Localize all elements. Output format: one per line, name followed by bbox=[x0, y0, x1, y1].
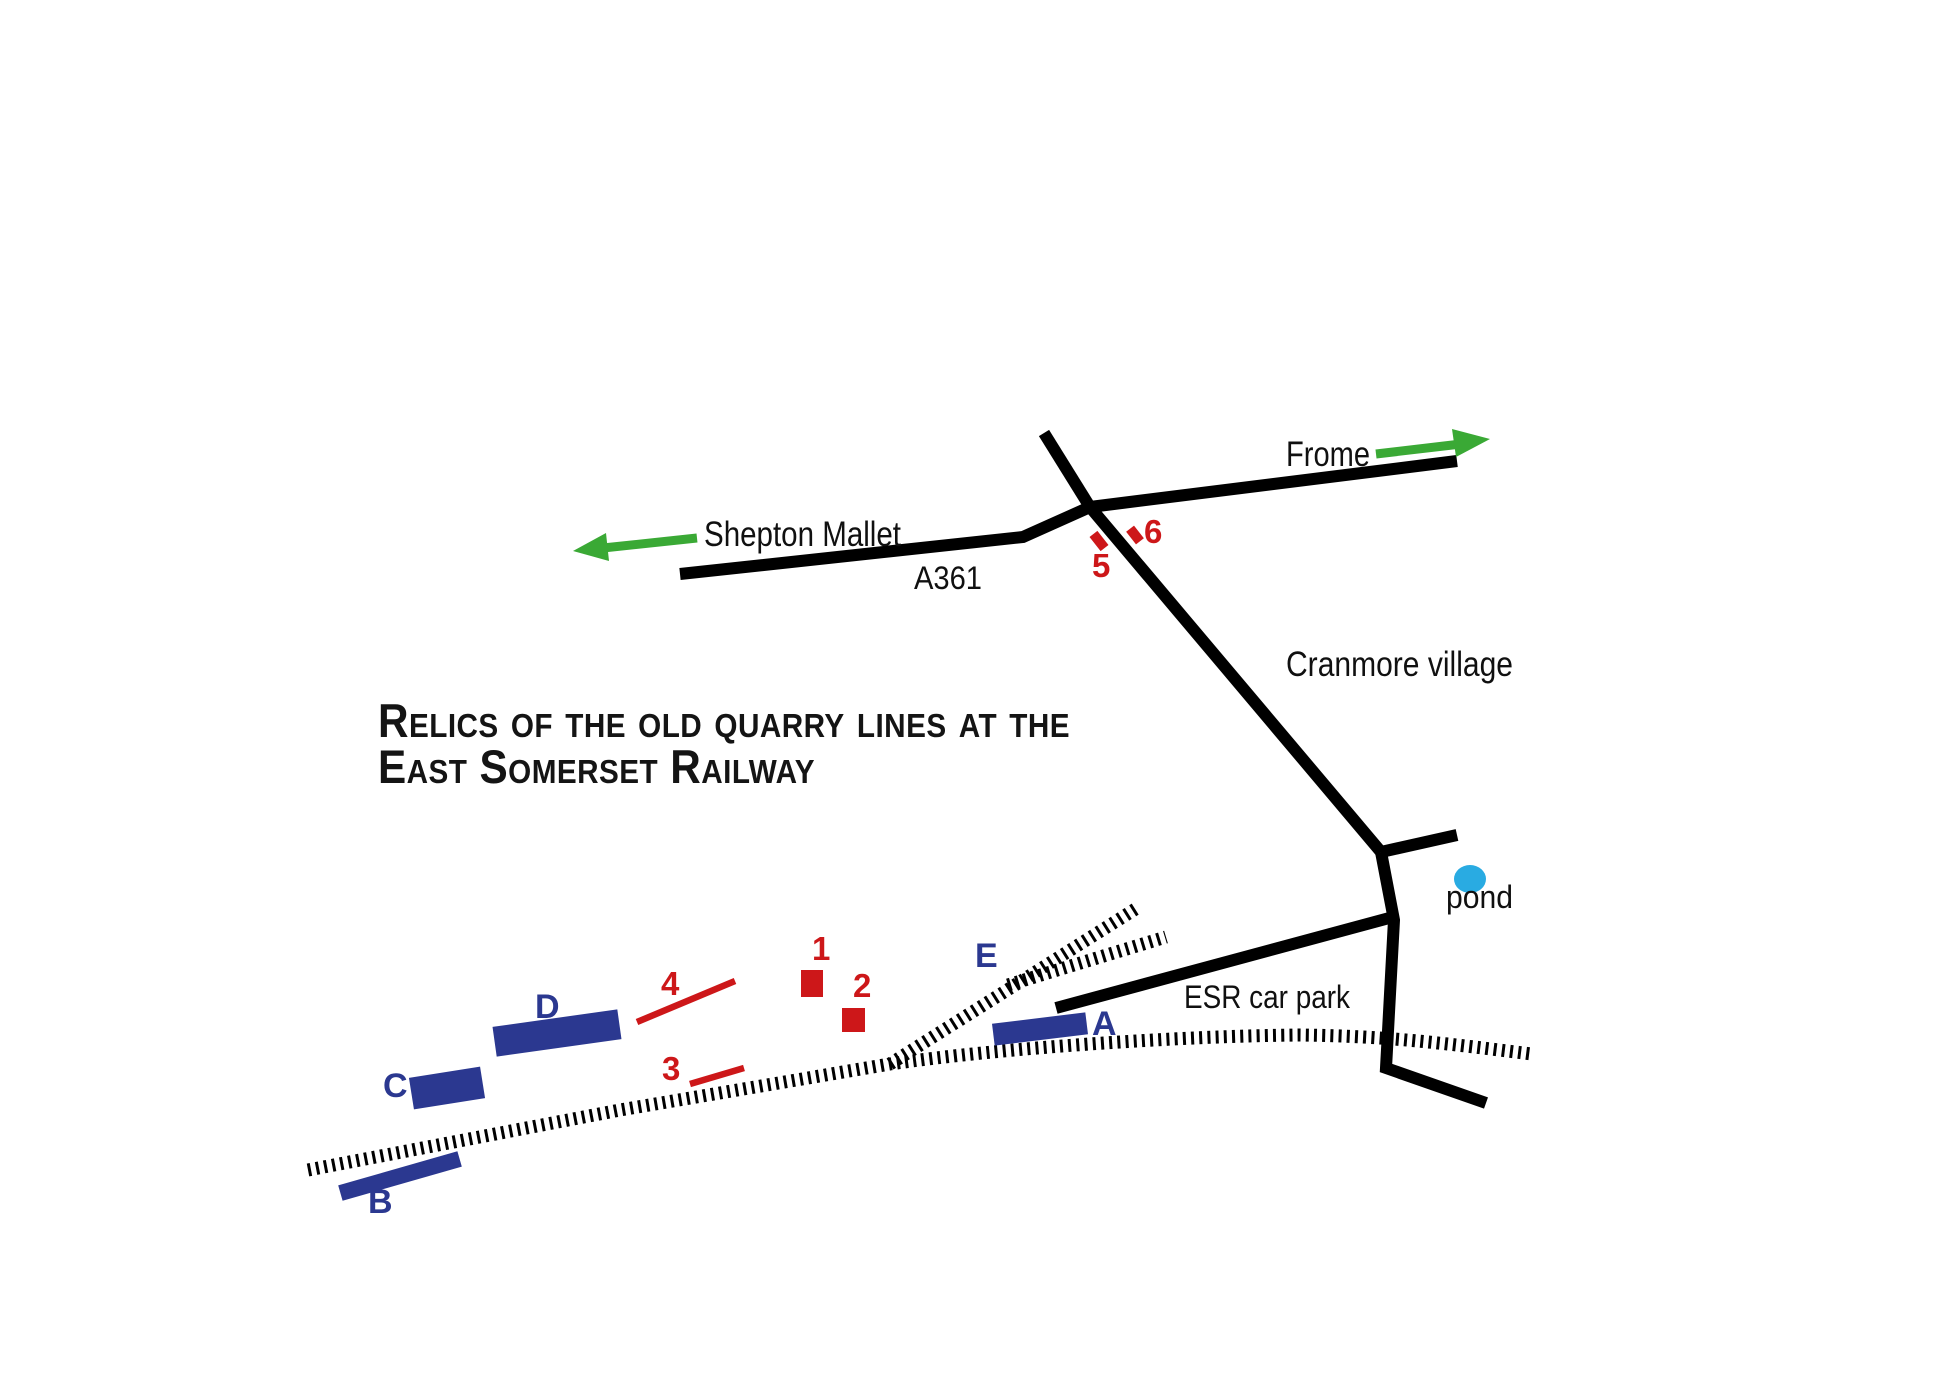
label-shepton-mallet: Shepton Mallet bbox=[704, 515, 901, 554]
road-village-south bbox=[1375, 850, 1488, 1109]
relic-label-5: 5 bbox=[1092, 547, 1110, 584]
road-east-stub bbox=[1379, 829, 1459, 858]
railway-main-line bbox=[306, 1028, 1533, 1177]
relic-label-c: C bbox=[383, 1067, 408, 1105]
label-esr-car-park: ESR car park bbox=[1184, 979, 1351, 1015]
relic-marker-1 bbox=[801, 970, 823, 997]
frome-direction-arrow-icon bbox=[1375, 429, 1490, 459]
relic-line-3 bbox=[689, 1064, 745, 1088]
road-cranmore-lane bbox=[1085, 503, 1386, 856]
relic-label-d: D bbox=[535, 988, 560, 1026]
relic-label-e: E bbox=[975, 937, 998, 975]
relic-rect-b bbox=[338, 1151, 462, 1201]
relic-rect-c bbox=[408, 1066, 486, 1110]
relic-marker-6 bbox=[1126, 525, 1144, 545]
relic-label-a: A bbox=[1092, 1005, 1117, 1043]
relic-label-2: 2 bbox=[853, 967, 871, 1004]
relic-label-6: 6 bbox=[1144, 513, 1162, 550]
relic-label-b: B bbox=[368, 1183, 393, 1221]
label-cranmore-village: Cranmore village bbox=[1286, 645, 1513, 684]
relic-rect-a bbox=[992, 1012, 1088, 1046]
railway-siding-e2 bbox=[1006, 930, 1168, 992]
road-a361-frome bbox=[1089, 455, 1458, 513]
pond-marker bbox=[1454, 865, 1486, 893]
relic-label-3: 3 bbox=[662, 1050, 680, 1087]
map-title-line2: East Somerset Railway bbox=[378, 740, 815, 793]
relic-rect-d bbox=[492, 1009, 622, 1057]
road-north-stub bbox=[1038, 429, 1096, 511]
shepton-direction-arrow-icon bbox=[573, 533, 698, 561]
relic-label-4: 4 bbox=[661, 965, 680, 1002]
relic-label-1: 1 bbox=[812, 930, 830, 967]
label-pond: pond bbox=[1446, 879, 1513, 915]
map-title-line1: Relics of the old quarry lines at the bbox=[378, 694, 1070, 747]
label-a361: A361 bbox=[914, 560, 982, 596]
label-frome: Frome bbox=[1286, 435, 1370, 474]
road-a361-shepton bbox=[679, 501, 1093, 580]
road-car-park-access bbox=[1054, 911, 1395, 1014]
relic-marker-2 bbox=[842, 1008, 865, 1032]
relic-line-4 bbox=[635, 978, 737, 1025]
relic-marker-5 bbox=[1089, 530, 1109, 552]
